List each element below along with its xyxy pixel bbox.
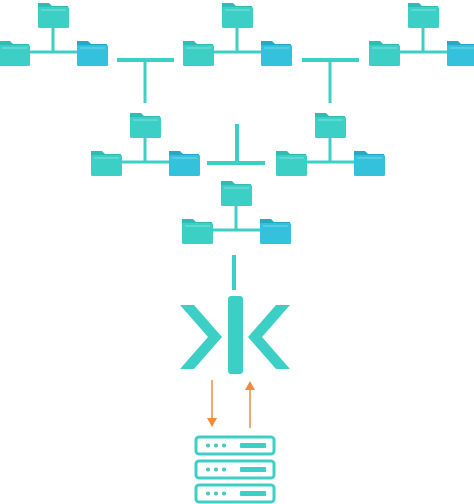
connector-lines (29, 28, 447, 290)
cluster-top-left-right-folder (77, 41, 108, 66)
cluster-mid-left-left-folder (91, 151, 122, 176)
logo-center-bar (228, 296, 243, 374)
server-led (206, 443, 210, 448)
logo-left-chevron (180, 305, 222, 369)
folder-body (38, 7, 69, 28)
arrow-down-icon (207, 380, 217, 427)
server-led (214, 467, 218, 472)
folder-body (222, 7, 253, 28)
arrow-down-head (207, 418, 217, 427)
folder-body (182, 223, 213, 244)
server-led (214, 443, 218, 448)
cluster-mid-right-top-folder (315, 113, 346, 138)
cluster-mid-right-left-folder (276, 151, 307, 176)
arrow-up-head (245, 381, 255, 390)
folder-body (77, 45, 108, 66)
cluster-top-center-right-folder (261, 41, 292, 66)
folder-body (221, 185, 252, 206)
cluster-top-left-top-folder (38, 3, 69, 28)
cluster-mid-left-right-folder (169, 151, 200, 176)
logo-right-chevron (248, 305, 290, 369)
folder-body (183, 45, 214, 66)
folder-body (91, 155, 122, 176)
bracket-logo-icon (180, 296, 290, 374)
cluster-bottom-top-folder (221, 181, 252, 206)
server-unit (194, 459, 276, 480)
folder-body (354, 155, 385, 176)
server-led (222, 443, 226, 448)
server-drive-slot (240, 443, 266, 448)
folder-body (447, 45, 474, 66)
cluster-top-right-top-folder (408, 3, 439, 28)
server-led (214, 491, 218, 496)
arrow-up-icon (245, 381, 255, 428)
server-led (206, 467, 210, 472)
folder-body (261, 45, 292, 66)
server-drive-slot (240, 491, 266, 496)
cluster-top-right-left-folder (369, 41, 400, 66)
server-unit-frame (194, 459, 276, 480)
folder-tree (0, 3, 474, 244)
folder-body (276, 155, 307, 176)
server-unit-frame (194, 483, 276, 504)
folder-body (408, 7, 439, 28)
cluster-mid-right-right-folder (354, 151, 385, 176)
folder-body (369, 45, 400, 66)
folder-body (0, 45, 30, 66)
server-unit (194, 435, 276, 456)
server-unit-frame (194, 435, 276, 456)
server-led (222, 491, 226, 496)
cluster-top-left-left-folder (0, 41, 30, 66)
cluster-bottom-right-folder (260, 219, 291, 244)
cluster-top-right-right-folder (447, 41, 474, 66)
folder-body (260, 223, 291, 244)
server-unit (194, 483, 276, 504)
folder-body (315, 117, 346, 138)
server-led (206, 491, 210, 496)
cluster-top-center-top-folder (222, 3, 253, 28)
cluster-bottom-left-folder (182, 219, 213, 244)
folder-body (169, 155, 200, 176)
server-drive-slot (240, 467, 266, 472)
cluster-mid-left-top-folder (130, 113, 161, 138)
cluster-top-center-left-folder (183, 41, 214, 66)
server-led (222, 467, 226, 472)
folder-body (130, 117, 161, 138)
server-rack-icon (194, 435, 276, 504)
